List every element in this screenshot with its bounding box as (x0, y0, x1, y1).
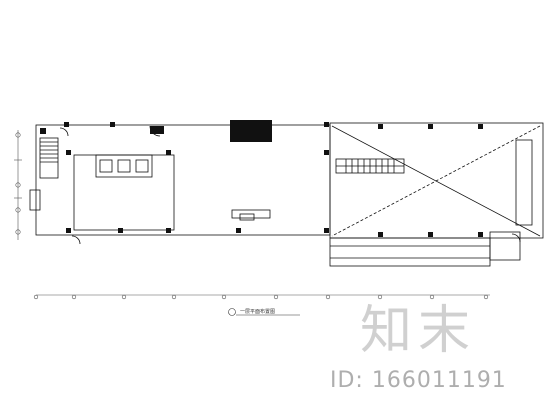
drawing-title-block (228, 308, 300, 316)
structural-columns (40, 120, 483, 237)
watermark-logo: 知末 (360, 301, 477, 361)
central-room (73, 154, 175, 231)
right-stair (515, 139, 533, 226)
left-building-outline (35, 124, 331, 236)
reception-desk (231, 209, 271, 219)
right-hall-lower-strip (329, 237, 491, 267)
drawing-title: 一层平面布置图 (240, 309, 276, 315)
watermark-id: ID: 166011191 (330, 368, 507, 393)
shop-counter (95, 154, 153, 178)
left-grid-axis (14, 130, 22, 240)
void-cross-line-2 (331, 125, 541, 237)
bottom-grid-axis (33, 294, 490, 300)
